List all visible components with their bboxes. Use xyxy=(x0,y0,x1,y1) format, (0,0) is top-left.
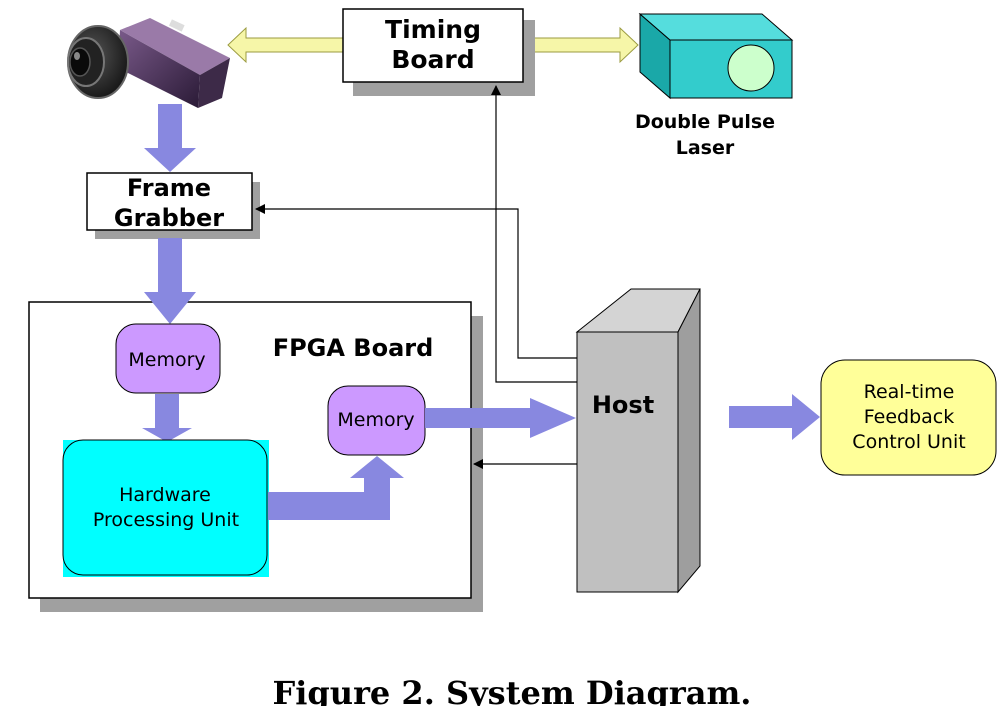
frame-grabber-label-line1: Frame xyxy=(127,174,211,202)
memory-right: Memory xyxy=(327,385,426,456)
camera-to-grabber-arrow xyxy=(144,104,196,172)
figure-caption: Figure 2. System Diagram. xyxy=(273,674,752,706)
host: Host xyxy=(575,288,701,594)
timing-to-camera-arrow xyxy=(227,26,345,64)
host-to-feedback-arrow xyxy=(729,394,820,440)
timing-board-box xyxy=(342,8,524,83)
feedback-unit-label-line2: Feedback xyxy=(864,406,954,428)
memory-top-label: Memory xyxy=(128,349,205,371)
timing-to-laser-arrow xyxy=(521,26,639,64)
hardware-unit-label-line1: Hardware xyxy=(119,484,211,506)
host-front-face xyxy=(576,331,679,593)
grabber-to-memory-arrow xyxy=(144,238,196,324)
memory-to-host-arrow xyxy=(425,398,576,438)
laser-label-line1: Double Pulse xyxy=(635,111,775,133)
hardware-processing-unit: Hardware Processing Unit xyxy=(62,439,269,577)
timing-board-label-line2: Board xyxy=(391,45,474,74)
feedback-unit-box xyxy=(820,359,997,476)
host-label: Host xyxy=(592,391,654,419)
memory-top: Memory xyxy=(115,323,221,394)
memory-top-box xyxy=(115,323,221,394)
memory-to-hardware-arrow xyxy=(142,394,192,442)
frame-grabber-box xyxy=(86,172,253,231)
host-signal-lines xyxy=(255,85,578,469)
hardware-unit-box xyxy=(62,439,268,576)
host-side-face xyxy=(677,288,701,594)
host-to-timing-line xyxy=(491,85,578,383)
host-to-grabber-line xyxy=(255,204,578,359)
fpga-board-label: FPGA Board xyxy=(273,334,434,362)
memory-right-label: Memory xyxy=(337,409,414,431)
timing-board-label-line1: Timing xyxy=(385,15,481,44)
frame-grabber: Frame Grabber xyxy=(86,172,260,239)
feedback-unit-label-line1: Real-time xyxy=(864,381,955,403)
frame-grabber-label-line2: Grabber xyxy=(114,204,224,232)
feedback-control-unit: Real-time Feedback Control Unit xyxy=(820,359,997,476)
timing-board: Timing Board xyxy=(342,8,535,96)
hardware-to-memory-arrow xyxy=(268,456,404,520)
feedback-unit-label-line3: Control Unit xyxy=(852,431,965,453)
hardware-unit-label-line2: Processing Unit xyxy=(93,509,239,531)
laser-icon xyxy=(638,12,794,100)
camera-icon xyxy=(67,18,230,108)
laser-label-line2: Laser xyxy=(676,137,735,159)
